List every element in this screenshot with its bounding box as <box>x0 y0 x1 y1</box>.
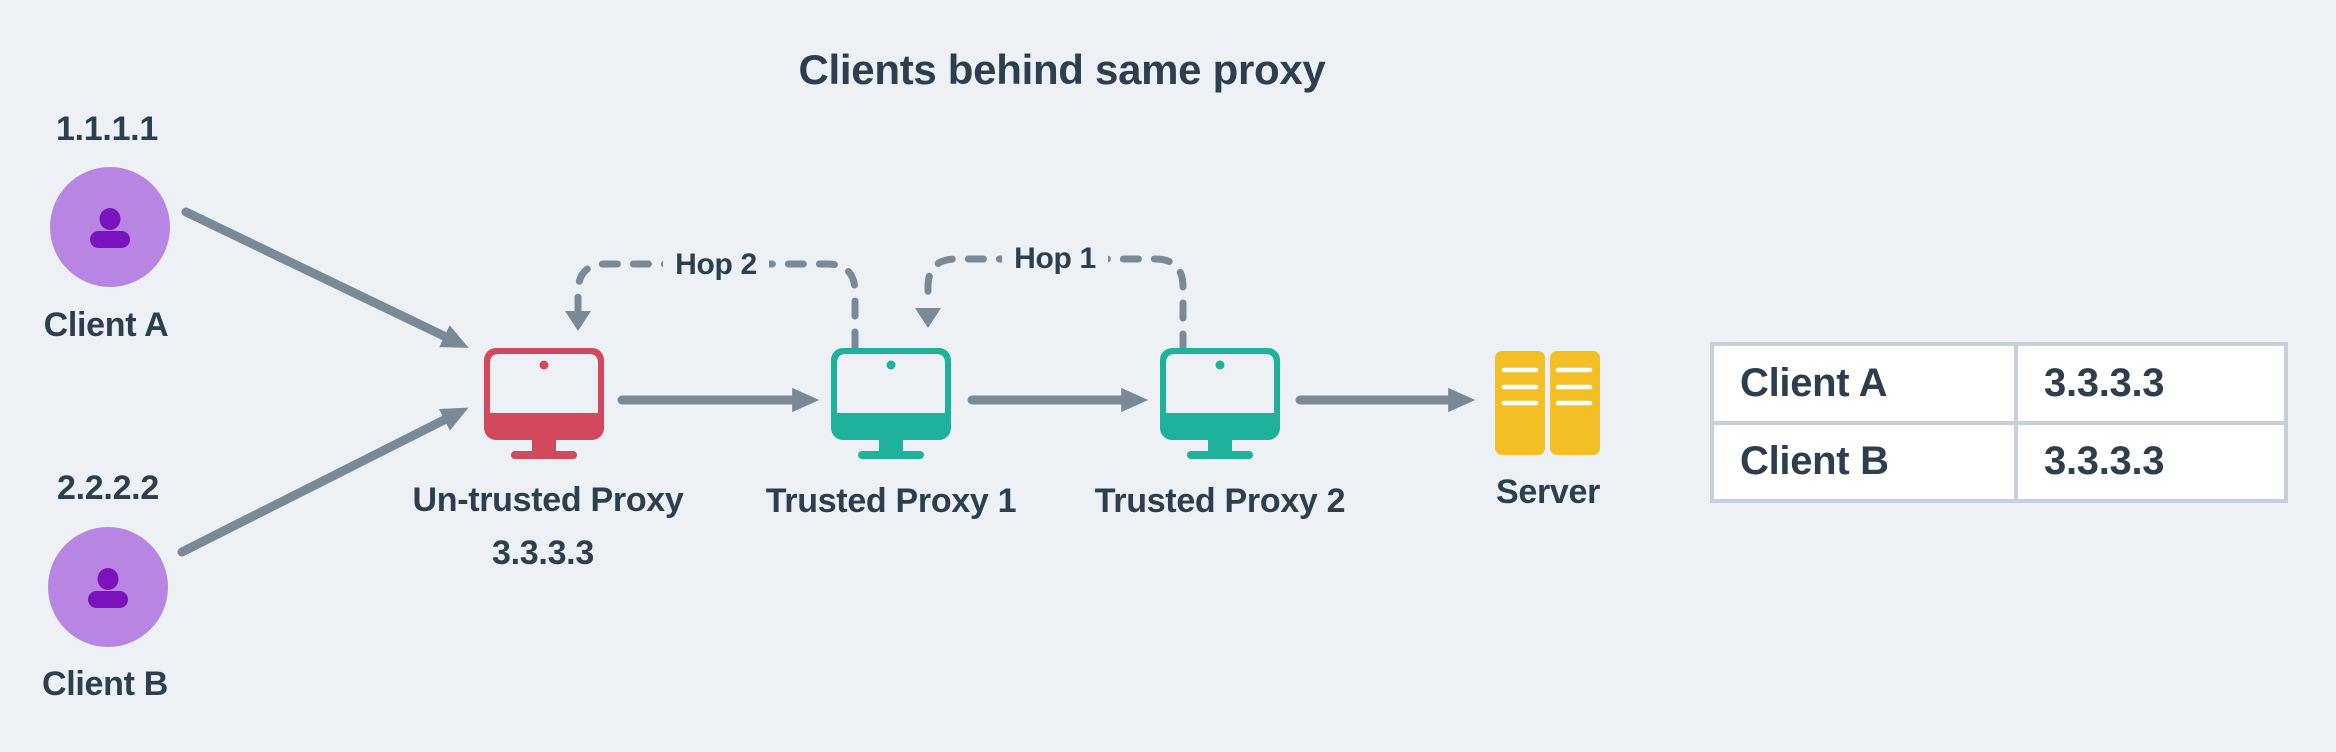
client-a-avatar <box>50 167 170 287</box>
untrusted-proxy-monitor-icon <box>484 348 604 459</box>
trusted-proxy-2-label: Trusted Proxy 2 <box>1094 482 1346 520</box>
hop2-label: Hop 2 <box>663 250 769 280</box>
arrow-client-a-to-untrusted-proxy <box>181 207 469 348</box>
hop1-arrowhead-icon <box>915 308 941 328</box>
client-b-avatar <box>48 527 168 647</box>
client-a-label: Client A <box>43 306 169 344</box>
diagram-title: Clients behind same proxy <box>798 46 1326 93</box>
client-b-label: Client B <box>41 665 169 703</box>
client-ip-result-table: Client A 3.3.3.3 Client B 3.3.3.3 <box>1710 342 2288 503</box>
table-cell-client-a: Client A <box>1714 346 2014 421</box>
trusted-proxy-1-label: Trusted Proxy 1 <box>765 482 1017 520</box>
trusted-proxy-2-monitor-icon <box>1160 348 1280 459</box>
table-cell-client-b-ip: 3.3.3.3 <box>2018 424 2284 499</box>
hop2-dashed-arrow <box>565 260 859 351</box>
untrusted-proxy-ip: 3.3.3.3 <box>492 534 594 572</box>
untrusted-proxy-label: Un-trusted Proxy <box>412 481 684 519</box>
table-cell-client-a-ip: 3.3.3.3 <box>2018 346 2284 421</box>
arrow-client-b-to-untrusted-proxy <box>177 407 469 557</box>
table-cell-client-b: Client B <box>1714 424 2014 499</box>
hop1-label: Hop 1 <box>1002 244 1108 274</box>
hop1-dashed-arrow <box>915 255 1187 353</box>
hop2-arrowhead-icon <box>565 311 591 331</box>
server-icon <box>1495 351 1600 455</box>
client-b-ip: 2.2.2.2 <box>57 469 159 507</box>
trusted-proxy-1-monitor-icon <box>831 348 951 459</box>
server-label: Server <box>1495 473 1601 511</box>
client-a-ip: 1.1.1.1 <box>56 110 158 148</box>
